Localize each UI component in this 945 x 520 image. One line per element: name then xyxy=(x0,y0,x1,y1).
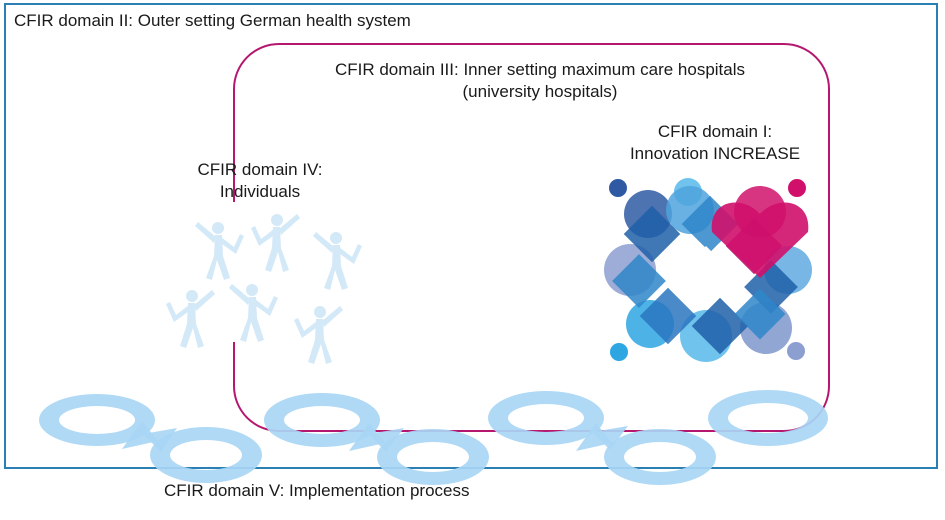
individuals-label-line2: Individuals xyxy=(219,182,301,201)
inner-setting-label-line2: (university hospitals) xyxy=(462,82,618,101)
innovation-label: CFIR domain I: Innovation INCREASE xyxy=(600,121,830,165)
dancing-person-icon xyxy=(313,232,362,290)
cycle-arrow-icon xyxy=(349,423,489,485)
dancing-person-icon xyxy=(166,290,215,348)
individuals-label: CFIR domain IV: Individuals xyxy=(190,159,330,203)
dancing-person-icon xyxy=(229,284,278,342)
dancing-person-icon xyxy=(195,222,244,280)
individuals-label-line1: CFIR domain IV: xyxy=(197,160,323,179)
innovation-label-line1: CFIR domain I: xyxy=(657,122,773,141)
inner-setting-label: CFIR domain III: Inner setting maximum c… xyxy=(280,59,800,103)
innovation-label-line2: Innovation INCREASE xyxy=(629,144,801,163)
cycle-arrow-icon xyxy=(576,423,716,485)
implementation-process-label: CFIR domain V: Implementation process xyxy=(164,481,470,500)
increase-logo xyxy=(604,178,812,362)
dancing-person-icon xyxy=(294,306,343,364)
dancing-person-icon xyxy=(251,214,300,272)
inner-frame-gap xyxy=(226,202,240,342)
individuals-figures xyxy=(166,214,362,364)
cycle-arrow-icon xyxy=(122,421,262,483)
cycle-arrow-icon xyxy=(708,390,828,446)
implementation-cycle xyxy=(39,390,828,485)
outer-setting-label: CFIR domain II: Outer setting German hea… xyxy=(14,11,411,30)
inner-setting-label-line1: CFIR domain III: Inner setting maximum c… xyxy=(334,60,746,79)
